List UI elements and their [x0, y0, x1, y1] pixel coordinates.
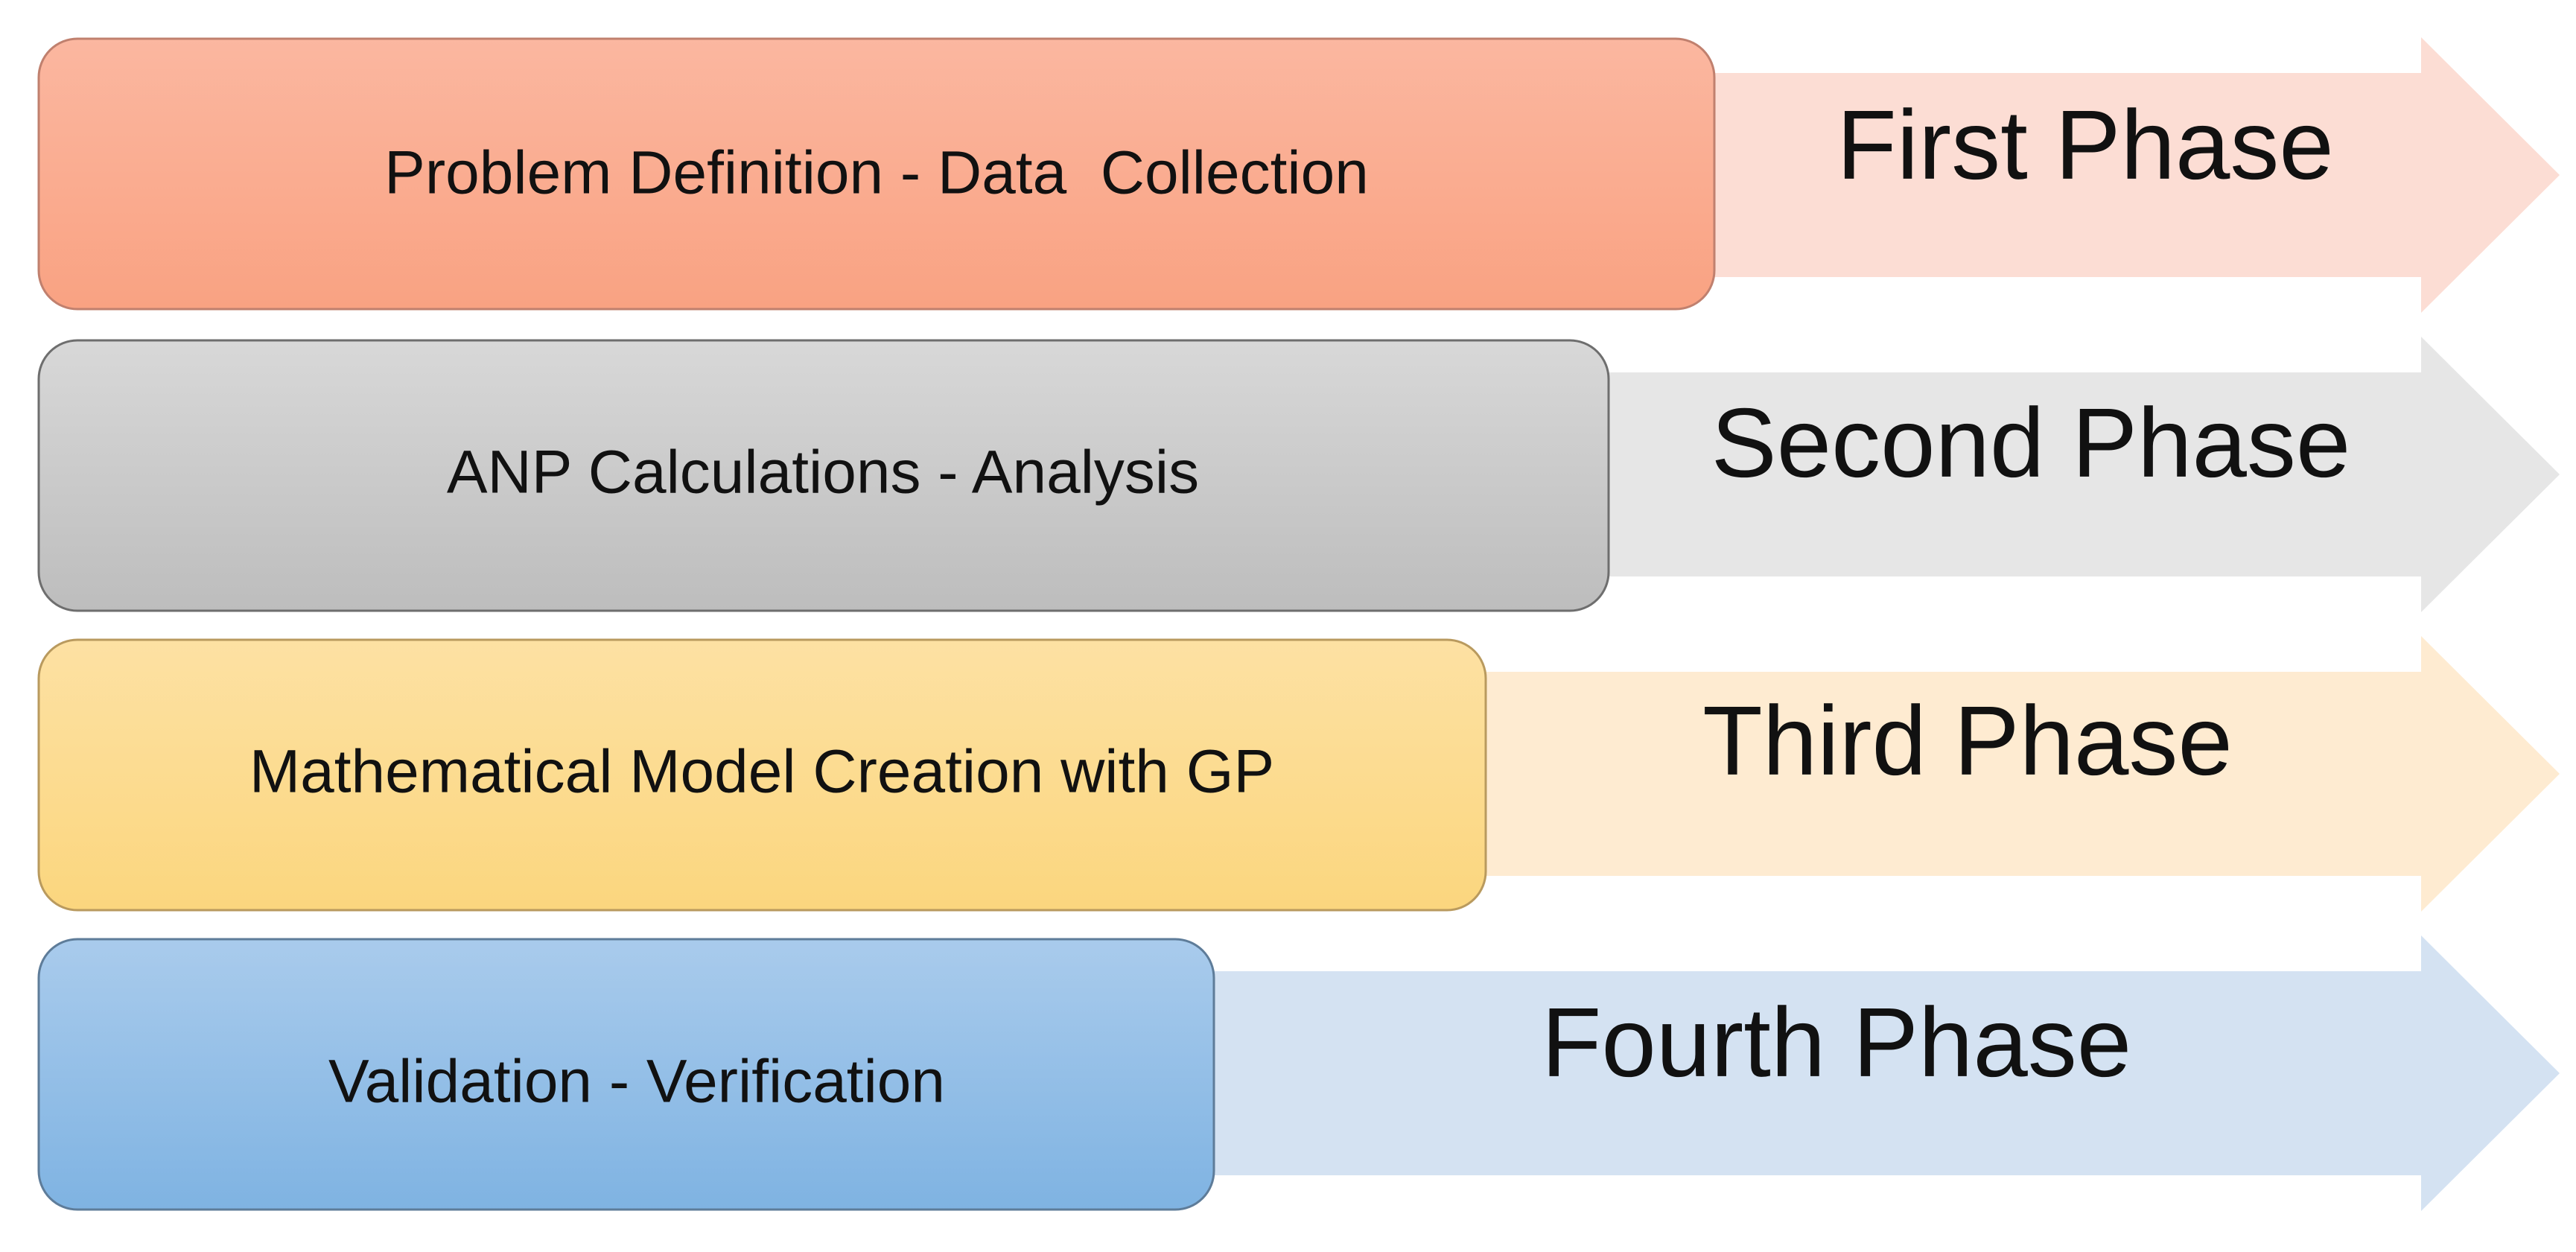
phase-arrow-second: [1601, 337, 2560, 612]
phase-label-second: Second Phase: [1711, 388, 2351, 498]
step-box-fourth: [37, 938, 1215, 1211]
step-label-third: Mathematical Model Creation with GP: [249, 738, 1274, 806]
step-box-second: [37, 339, 1610, 612]
step-label-fourth: Validation - Verification: [328, 1048, 945, 1116]
phase-arrow-first: [1705, 37, 2560, 313]
phase-row-fourth: Validation - Verification Fourth Phase: [37, 935, 2560, 1211]
step-box-third: [37, 638, 1487, 912]
phase-row-first: Problem Definition - Data Collection Fir…: [37, 37, 2560, 313]
phase-row-third: Mathematical Model Creation with GP Thir…: [37, 636, 2560, 912]
step-label-second: ANP Calculations - Analysis: [447, 439, 1199, 506]
phase-arrow-third: [1478, 636, 2560, 912]
step-label-first: Problem Definition - Data Collection: [384, 139, 1369, 207]
phase-label-first: First Phase: [1836, 90, 2334, 200]
phase-label-fourth: Fourth Phase: [1542, 988, 2131, 1097]
phase-arrow-fourth: [1206, 935, 2560, 1211]
phase-label-third: Third Phase: [1702, 686, 2233, 795]
step-box-first: [37, 37, 1716, 311]
phase-row-second: ANP Calculations - Analysis Second Phase: [37, 337, 2560, 612]
